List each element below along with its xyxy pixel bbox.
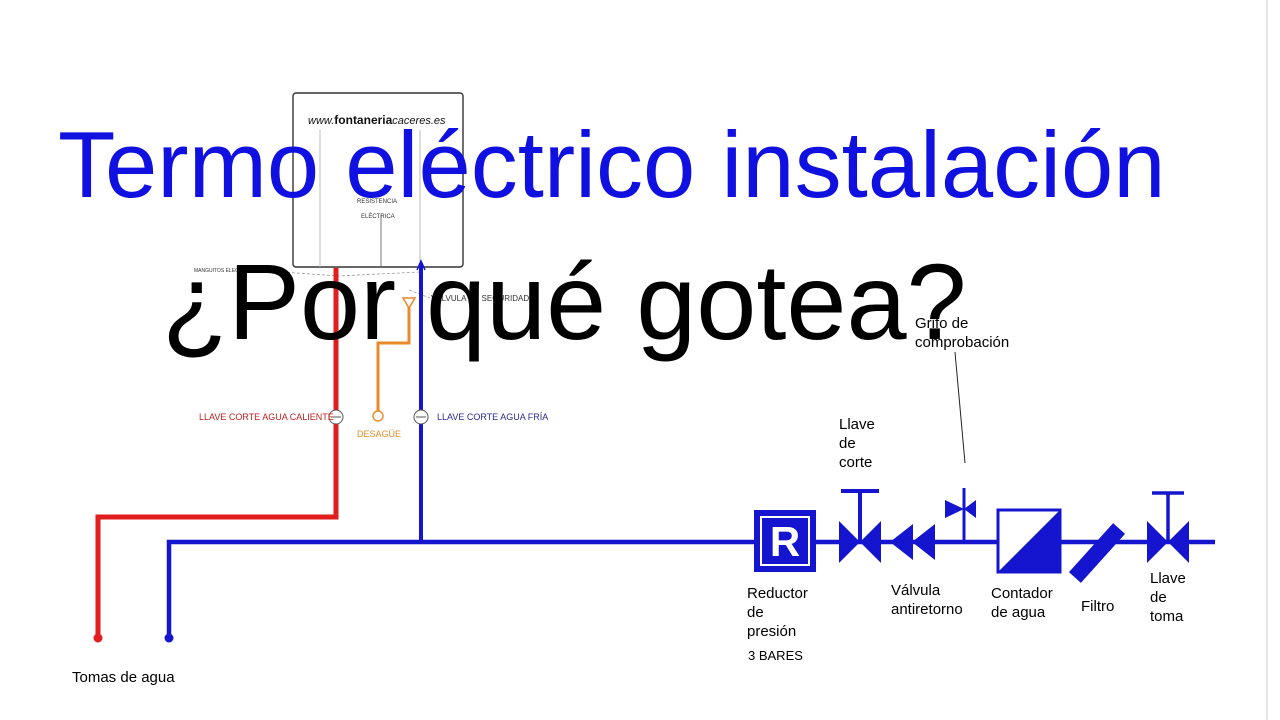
check-valve [890,524,935,560]
filter-label: Filtro [1081,598,1115,615]
main-valve-label-line2: de [1150,588,1167,606]
pressure-reducer-symbol: R [770,518,800,565]
test-tap-label-line1: Grifo de [915,315,969,332]
meter-label: Contador de agua [991,585,1053,623]
main-valve-label-line1: Llave [1150,570,1186,587]
pressure-reducer [754,510,816,572]
test-tap-label-line2: comprobación [915,333,1010,351]
website-prefix: www. [308,115,335,127]
website-bold: fontaneria [334,113,393,127]
shutoff-gate-valve [839,489,881,563]
drain-point [372,410,384,422]
resistance-label-line1: RESISTENCIA [357,199,398,205]
resistance-label-line2: ELÉCTRICA [361,214,395,220]
right-border [1266,0,1268,720]
check-valve-label-line1: Válvula [891,582,941,599]
check-valve-label: Válvula antiretorno [891,582,963,620]
reducer-label-line1: Reductor [747,585,808,602]
reducer-pressure-label: 3 BARES [748,648,803,663]
title-question: ¿Por qué gotea? [162,241,967,362]
meter-label-line2: de agua [991,603,1046,621]
hot-water-pipe [95,268,339,638]
shutoff-label-line3: corte [839,453,873,471]
test-tap [945,488,976,542]
shutoff-label: Llave de corte [839,416,875,472]
reducer-label: Reductor de presión [747,585,808,641]
hot-shutoff-valve [328,409,344,425]
drain-pipe [376,302,411,411]
main-valve-label-line3: toma [1150,607,1184,625]
check-valve-label-line2: antiretorno [891,600,963,618]
pressure-reducer-inner [760,516,810,566]
website-suffix: caceres.es [392,115,446,127]
safety-valve-symbol [401,297,417,310]
heater-website: www.fontaneriacaceres.es [308,113,446,129]
main-intake-valve [1147,491,1189,563]
title-main: Termo eléctrico instalación [58,112,1166,217]
hot-shutoff-label: LLAVE CORTE AGUA CALIENTE [199,412,334,422]
test-tap-leader [954,351,966,464]
filter [1068,523,1126,583]
cold-outlet-point [164,633,174,643]
reducer-label-line2: de [747,603,764,621]
cold-inlet-arrow [416,259,426,271]
sleeves-label: MANGUITOS ELECTROLÍTICOS [194,268,269,274]
hot-outlet-point [93,633,103,643]
reducer-label-line3: presión [747,622,797,640]
cold-shutoff-valve [413,409,429,425]
safety-valve-label: VÁLVULA DE SEGURIDAD [431,294,530,303]
main-valve-label: Llave de toma [1150,570,1186,626]
water-outlets-label: Tomas de agua [72,669,175,686]
cold-shutoff-label: LLAVE CORTE AGUA FRÍA [437,412,549,422]
meter-label-line1: Contador [991,585,1053,602]
water-meter [996,508,1062,574]
drain-label: DESAGÜE [357,429,402,439]
test-tap-label: Grifo de comprobación [915,315,1009,353]
shutoff-label-line1: Llave [839,416,875,433]
shutoff-label-line2: de [839,434,856,452]
